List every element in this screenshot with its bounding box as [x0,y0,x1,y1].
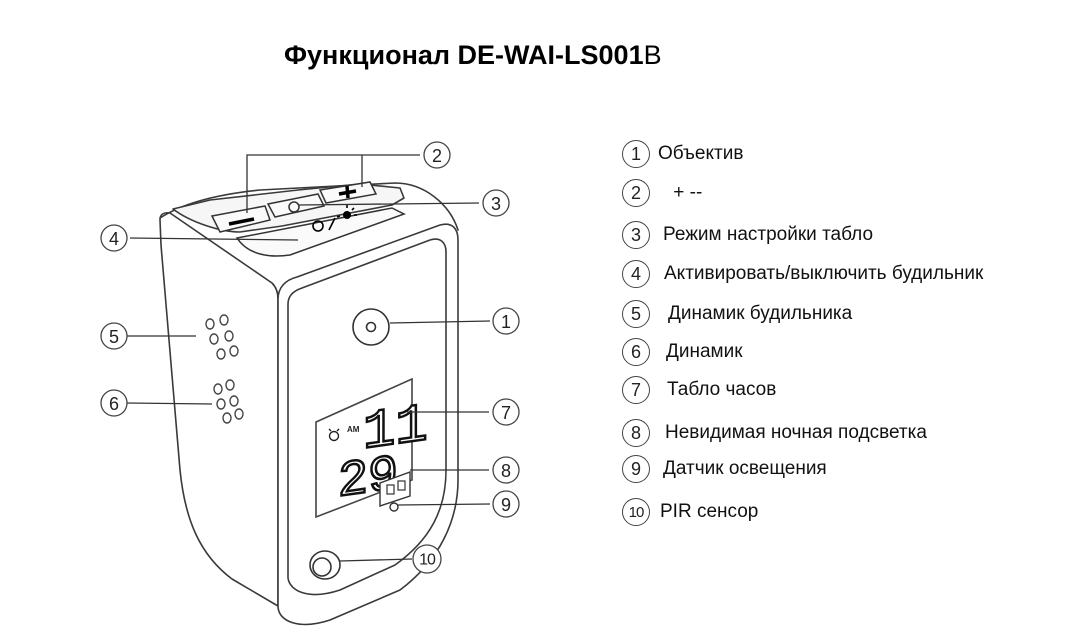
alarm-clock-icon [328,428,340,442]
callout-3-num: 3 [491,194,501,214]
callout-9 [492,490,520,518]
callout-1-num: 1 [501,312,511,332]
legend-number: 10 [622,498,650,526]
gear-icon [288,201,300,213]
legend-number: 5 [622,300,650,328]
legend-item: 6 Динамик [622,335,743,369]
legend-item: 3 Режим настройки табло [622,218,873,252]
legend-number: 1 [622,140,650,168]
callout-9-num: 9 [501,495,511,515]
legend-item: 1 Объектив [622,137,743,171]
callout-2-num: 2 [432,146,442,166]
callout-6 [100,389,128,417]
callout-8 [492,456,520,484]
pir-sensor [309,550,341,580]
alarm-light-icon [312,205,357,232]
legend-number: 6 [622,338,650,366]
device-left-side [159,211,279,607]
legend-number: 4 [622,260,650,288]
callout-10-num: 10 [419,552,436,569]
alarm-toggle-button[interactable] [235,207,406,257]
legend-number: 7 [622,376,650,404]
legend-text: Объектив [658,143,744,164]
legend-text: Невидимая ночная подсветка [665,422,927,443]
settings-button[interactable] [266,193,326,218]
callout-1 [492,307,520,335]
callout-2 [423,141,451,169]
legend-number: 3 [622,221,650,249]
hours-digits: 11 [362,394,429,466]
legend-text: Режим настройки табло [663,224,874,245]
alarm-speaker [205,314,239,360]
callout-7-num: 7 [501,403,511,423]
legend-text: Динамик [666,341,743,362]
callout-7 [492,398,520,426]
callout-8-num: 8 [501,461,511,481]
callout-5-num: 5 [109,327,119,347]
callout-4-num: 4 [109,229,119,249]
light-sensor [389,502,399,512]
svg-text:11: 11 [363,395,428,465]
legend-item: 2 + -- [622,176,702,210]
legend-item: 4 Активировать/выключить будильник [622,257,983,291]
legend-item: 7 Табло часов [622,373,776,407]
callout-10 [412,544,442,574]
callout-6-num: 6 [109,394,119,414]
legend-text: + -- [668,182,703,203]
legend-text: PIR сенсор [660,501,759,522]
legend-text: Датчик освещения [663,458,827,479]
legend-item: 8 Невидимая ночная подсветка [622,416,927,450]
callout-5 [100,322,128,350]
am-label: AM [347,425,360,434]
legend-item: 5 Динамик будильника [622,297,852,331]
front-inner-border [287,238,447,596]
lens [352,308,390,346]
legend-text: Табло часов [667,379,777,400]
leader-lines [126,154,491,562]
legend-text: Активировать/выключить будильник [664,263,984,284]
legend-number: 8 [622,419,650,447]
callout-4 [100,224,128,252]
legend-item: 9 Датчик освещения [622,452,827,486]
callout-markers [100,141,520,574]
legend-text: Динамик будильника [668,303,853,324]
legend-number: 9 [622,455,650,483]
legend-item: 10 PIR сенсор [622,495,758,529]
callout-3 [482,189,510,217]
speaker [213,379,244,424]
page-title: Функционал DE-WAI-LS001B [284,40,662,70]
legend-number: 2 [622,179,650,207]
